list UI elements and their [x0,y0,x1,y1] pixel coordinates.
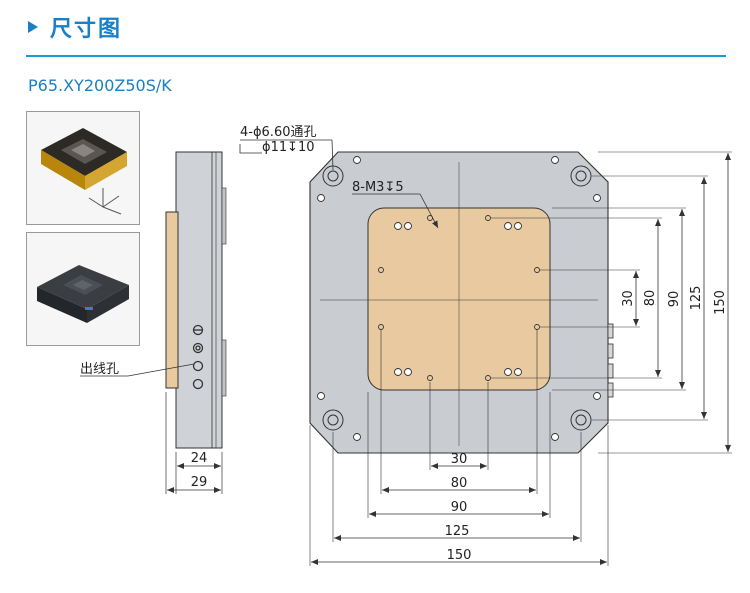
v-dim-label: 150 [713,290,728,315]
section-title: 尺寸图 [50,17,123,42]
vertical-extension-lines [491,151,732,454]
through-hole-callout: 4-ϕ6.60通孔 ϕ11↧10 [239,125,334,171]
section-header: 尺寸图 [28,12,122,42]
thread-hole-callout: 8-M3↧5 [352,180,439,229]
cable-connector-icons [192,324,204,390]
model-number: P65.XY200Z50S/K [28,76,172,95]
xyz-axes-icon [88,188,122,215]
body-small-holes [317,156,601,441]
side-connectors [607,323,614,398]
dim-side-29: 29 [191,475,208,490]
thread-hole-spec: 8-M3↧5 [352,180,404,195]
header-divider [26,55,726,57]
triangle-right-icon [28,21,38,33]
h-dim-label: 150 [447,548,472,563]
v-dim-label: 90 [667,291,682,308]
horizontal-dimensions: 30 80 90 125 150 [311,452,607,565]
m3-thread-holes [378,215,540,381]
h-dim-label: 30 [451,452,468,467]
counterbore-spec: ϕ11↧10 [262,140,315,155]
h-dim-label: 125 [445,524,470,539]
through-hole-spec: 4-ϕ6.60通孔 [240,125,316,140]
cable-outlet-callout: 出线孔 [80,362,195,377]
vertical-dimensions: 30 80 90 125 150 [621,153,731,452]
horizontal-extension-lines [309,330,609,566]
h-dim-label: 80 [451,476,468,491]
side-view: 24 29 [165,151,227,494]
dim-side-24: 24 [191,451,208,466]
v-dim-label: 80 [643,290,658,307]
stage-photo-black [26,232,140,346]
v-dim-label: 125 [689,286,704,311]
stage-photo-gold [26,111,140,225]
cable-outlet-label: 出线孔 [80,362,119,377]
table-paired-holes [394,222,522,376]
v-dim-label: 30 [621,290,636,307]
top-view [309,151,614,454]
h-dim-label: 90 [451,500,468,515]
